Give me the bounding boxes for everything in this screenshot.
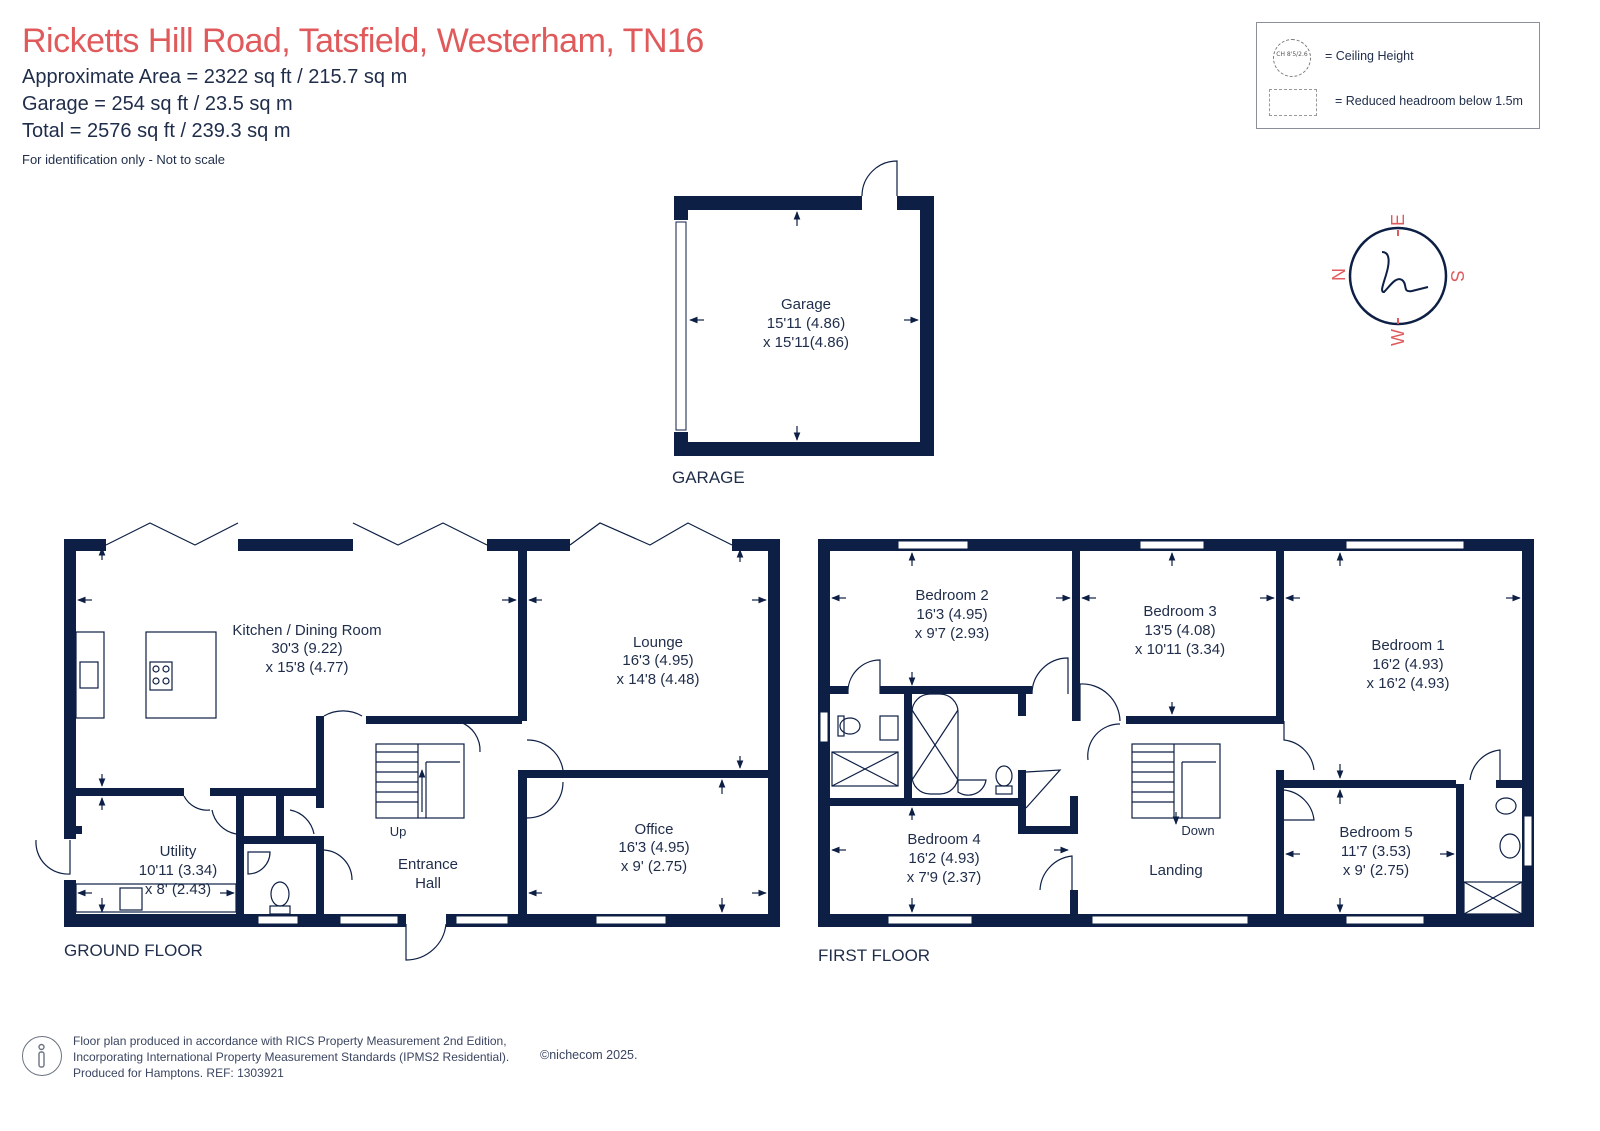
first-floor-plan xyxy=(818,539,1534,927)
bedroom5-dim1: 11'7 (3.53) xyxy=(1341,843,1411,860)
legend-box: CH 8'5/2.6 = Ceiling Height = Reduced he… xyxy=(1256,22,1540,129)
bedroom5-dim2: x 9' (2.75) xyxy=(1343,862,1409,879)
office-dim1: 16'3 (4.95) xyxy=(618,839,689,856)
approx-area: Approximate Area = 2322 sq ft / 215.7 sq… xyxy=(22,66,408,88)
bedroom2-dim1: 16'3 (4.95) xyxy=(916,606,987,623)
stairs-up-label: Up xyxy=(390,824,407,839)
info-person-icon xyxy=(22,1036,62,1076)
footer-line-3: Produced for Hamptons. REF: 1303921 xyxy=(73,1066,284,1080)
garage-floor-label: GARAGE xyxy=(672,468,745,487)
bedroom4-dim1: 16'2 (4.93) xyxy=(908,850,979,867)
copyright: ©nichecom 2025. xyxy=(540,1048,638,1062)
bedroom4-label: Bedroom 4 xyxy=(907,831,980,848)
bedroom1-dim2: x 16'2 (4.93) xyxy=(1367,675,1450,692)
bedroom2-label: Bedroom 2 xyxy=(915,587,988,604)
office-dim2: x 9' (2.75) xyxy=(621,858,687,875)
footer-line-2: Incorporating International Property Mea… xyxy=(73,1050,510,1064)
lounge-dim2: x 14'8 (4.48) xyxy=(617,671,700,688)
ceiling-height-label: = Ceiling Height xyxy=(1325,49,1414,63)
total-area: Total = 2576 sq ft / 239.3 sq m xyxy=(22,120,291,142)
kitchen-dim2: x 15'8 (4.77) xyxy=(266,659,349,676)
garage-label: Garage xyxy=(781,296,831,313)
bedroom4-dim2: x 7'9 (2.37) xyxy=(907,869,982,886)
bedroom3-dim1: 13'5 (4.08) xyxy=(1144,622,1215,639)
reduced-headroom-label: = Reduced headroom below 1.5m xyxy=(1335,94,1523,108)
hall-label: Entrance xyxy=(398,856,458,873)
utility-label: Utility xyxy=(160,843,197,860)
lounge-label: Lounge xyxy=(633,634,683,651)
bedroom1-dim1: 16'2 (4.93) xyxy=(1372,656,1443,673)
hall-label-2: Hall xyxy=(415,875,441,892)
reduced-headroom-icon xyxy=(1269,89,1317,116)
lounge-dim1: 16'3 (4.95) xyxy=(622,652,693,669)
ground-floor-label: GROUND FLOOR xyxy=(64,941,203,960)
footer-text: Floor plan produced in accordance with R… xyxy=(73,1033,509,1081)
bedroom2-dim2: x 9'7 (2.93) xyxy=(915,625,990,642)
first-floor-label: FIRST FLOOR xyxy=(818,946,930,965)
landing-label: Landing xyxy=(1149,862,1202,879)
garage-dim2: x 15'11(4.86) xyxy=(763,334,849,351)
compass-north: N xyxy=(1329,268,1349,281)
kitchen-label: Kitchen / Dining Room xyxy=(232,622,381,639)
kitchen-dim1: 30'3 (9.22) xyxy=(271,640,342,657)
ceiling-height-icon: CH 8'5/2.6 xyxy=(1273,39,1311,77)
garage-area: Garage = 254 sq ft / 23.5 sq m xyxy=(22,93,293,115)
ground-floor-fixtures xyxy=(35,522,733,961)
compass-icon: N E S W xyxy=(1329,214,1467,346)
page-title: Ricketts Hill Road, Tatsfield, Westerham… xyxy=(22,22,704,60)
bedroom5-label: Bedroom 5 xyxy=(1339,824,1412,841)
compass-west: W xyxy=(1388,329,1408,346)
utility-dim2: x 8' (2.43) xyxy=(145,881,211,898)
footer-line-1: Floor plan produced in accordance with R… xyxy=(73,1034,507,1048)
ground-floor-plan xyxy=(64,539,780,927)
garage-plan xyxy=(674,160,934,456)
utility-dim1: 10'11 (3.34) xyxy=(139,862,217,879)
garage-dim1: 15'11 (4.86) xyxy=(767,315,845,332)
first-floor-fixtures xyxy=(831,657,1523,915)
stairs-down-label: Down xyxy=(1181,823,1214,838)
office-label: Office xyxy=(635,821,674,838)
scale-note: For identification only - Not to scale xyxy=(22,152,226,167)
bedroom1-label: Bedroom 1 xyxy=(1371,637,1444,654)
compass-south: S xyxy=(1447,270,1467,282)
bedroom3-dim2: x 10'11 (3.34) xyxy=(1135,641,1225,658)
bedroom3-label: Bedroom 3 xyxy=(1143,603,1216,620)
compass-east: E xyxy=(1388,214,1408,226)
